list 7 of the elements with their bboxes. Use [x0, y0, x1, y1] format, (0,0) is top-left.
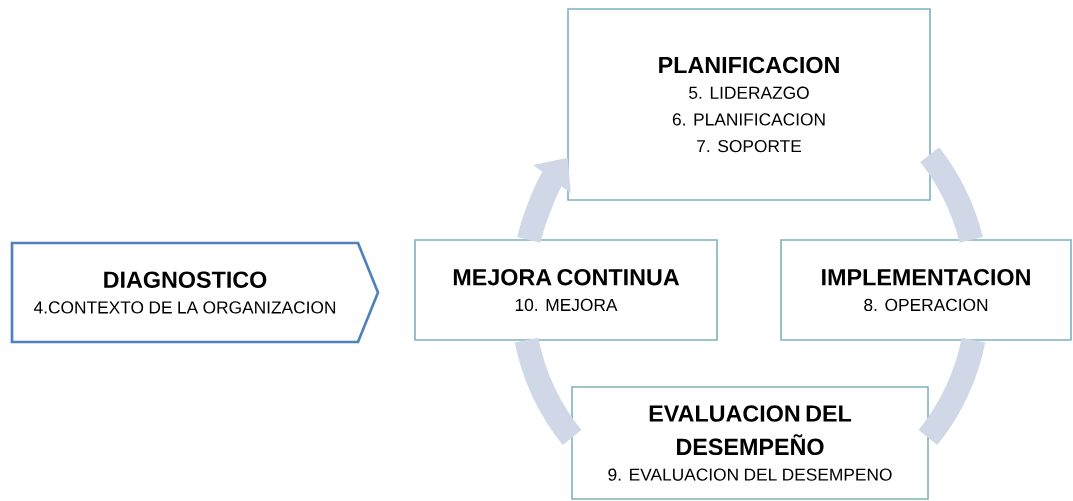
- process-box: MEJORA CONTINUA 10. MEJORA: [414, 239, 718, 341]
- cycle-arc: [918, 337, 986, 445]
- cycle-arc: [514, 337, 582, 445]
- process-box: PLANIFICACION 5. LIDERAZGO 6. PLANIFICACION 7. SOPORTE: [567, 8, 931, 201]
- cycle-arc: [920, 147, 983, 243]
- process-box: EVALUACION DEL DESEMPEÑO 9. EVALUACION DEL DESEMPENO: [571, 386, 929, 500]
- process-box: IMPLEMENTACION 8. OPERACION: [780, 239, 1072, 341]
